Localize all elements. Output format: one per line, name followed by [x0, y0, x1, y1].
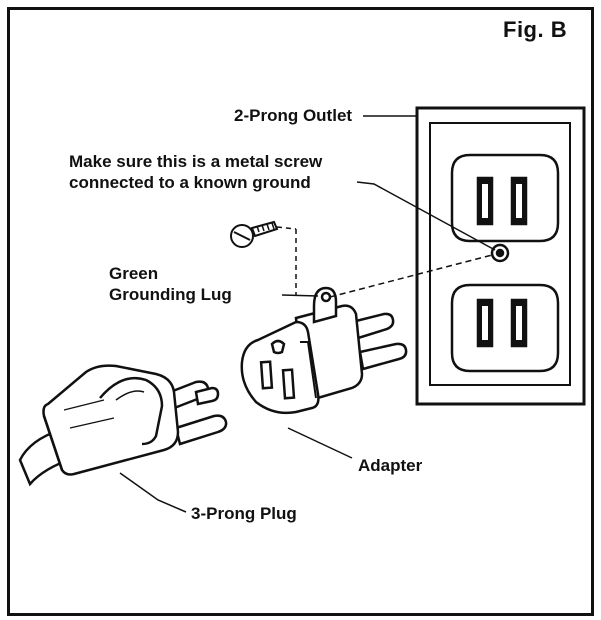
adapter [240, 286, 408, 415]
ground-screw [230, 220, 279, 248]
lug-label-line-2: Grounding Lug [109, 285, 232, 304]
adapter-label: Adapter [358, 456, 423, 475]
screw-note-line-2: connected to a known ground [69, 173, 311, 192]
plug-label: 3-Prong Plug [191, 504, 297, 523]
screw-note-line-1: Make sure this is a metal screw [69, 152, 323, 171]
figure-label: Fig. B [503, 17, 568, 42]
three-prong-plug [18, 364, 228, 487]
wall-outlet [415, 106, 586, 406]
leader-lines [119, 115, 496, 513]
outlet-label: 2-Prong Outlet [234, 106, 353, 125]
lug-label-line-1: Green [109, 264, 159, 283]
